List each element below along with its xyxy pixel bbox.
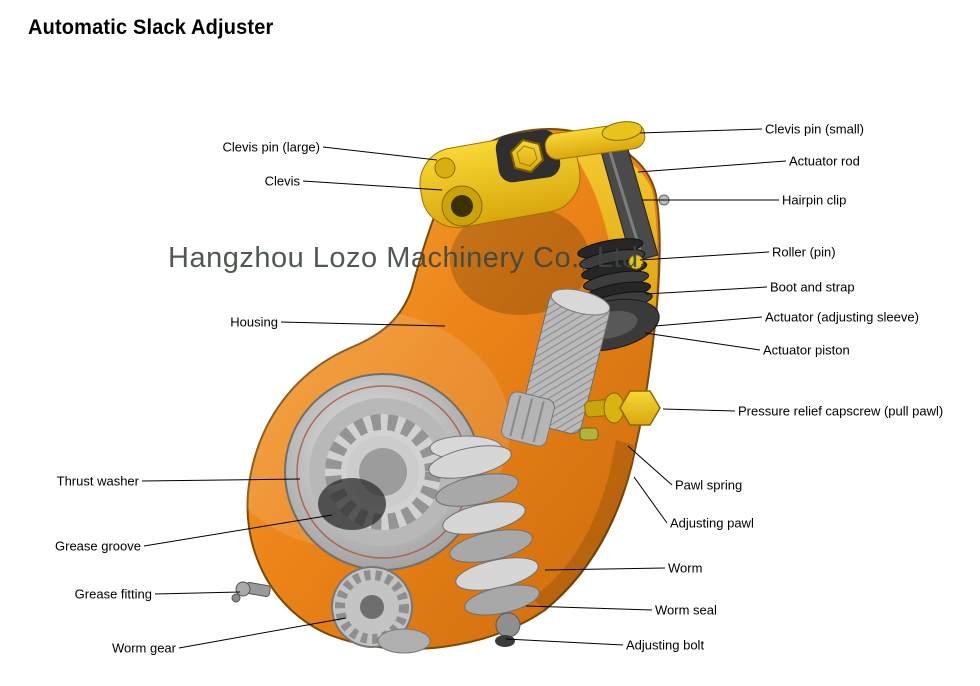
part-label-worm-gear: Worm gear xyxy=(111,640,176,656)
leader-line-housing xyxy=(280,321,446,327)
leader-line-actuator-rod xyxy=(637,160,787,173)
roller-pin-part xyxy=(628,254,644,270)
leader-line-clevis-pin-large xyxy=(322,146,438,161)
leader-line-actuator-piston xyxy=(644,332,761,351)
clevis-pin-large-part xyxy=(434,157,456,179)
leader-line-worm-gear xyxy=(178,617,347,649)
part-label-housing: Housing xyxy=(230,314,278,330)
part-label-adjusting-bolt: Adjusting bolt xyxy=(626,637,705,653)
leader-line-adjusting-bolt xyxy=(505,638,624,646)
pawl-spring-part xyxy=(579,427,599,441)
leader-line-boot-and-strap xyxy=(645,286,768,295)
capscrew-group xyxy=(579,390,661,441)
worm-group xyxy=(428,435,540,647)
clevis-bolt-hex xyxy=(509,138,545,174)
leader-line-roller-pin xyxy=(639,251,770,261)
worm-seal-part xyxy=(464,584,540,616)
part-label-pressure-relief-capscrew: Pressure relief capscrew (pull pawl) xyxy=(738,403,944,419)
part-label-grease-fitting: Grease fitting xyxy=(74,586,152,602)
leader-line-clevis xyxy=(302,180,443,191)
page-title: Automatic Slack Adjuster xyxy=(28,16,274,39)
part-label-adjusting-pawl: Adjusting pawl xyxy=(670,515,754,531)
part-label-actuator-adjusting-sleeve: Actuator (adjusting sleeve) xyxy=(765,309,919,325)
leader-line-clevis-pin-small xyxy=(639,128,763,134)
part-label-actuator-rod: Actuator rod xyxy=(789,153,860,169)
adjusting-bolt-part xyxy=(495,635,515,647)
grease-fitting-group xyxy=(231,581,271,603)
part-label-pawl-spring: Pawl spring xyxy=(675,477,743,493)
leader-lines xyxy=(141,128,787,649)
part-label-actuator-piston: Actuator piston xyxy=(763,342,850,358)
lower-gear-group xyxy=(331,566,431,654)
part-label-thrust-washer: Thrust washer xyxy=(56,473,139,489)
clevis-pin-small-part xyxy=(601,121,643,141)
leader-line-worm-seal xyxy=(525,605,653,611)
splined-shaft xyxy=(501,391,555,447)
part-label-grease-groove: Grease groove xyxy=(55,538,141,554)
leader-line-actuator-adjusting-sleeve xyxy=(654,316,763,327)
part-label-roller-pin: Roller (pin) xyxy=(772,244,836,260)
part-label-clevis-pin-small: Clevis pin (small) xyxy=(765,121,864,137)
part-label-boot-and-strap: Boot and strap xyxy=(770,279,855,295)
leader-line-grease-groove xyxy=(143,514,333,547)
leader-line-pressure-relief-capscrew xyxy=(662,408,736,412)
leader-line-adjusting-pawl xyxy=(633,476,668,524)
leader-line-pawl-spring xyxy=(627,445,673,486)
leader-line-grease-fitting xyxy=(154,591,241,595)
part-label-worm-seal: Worm seal xyxy=(655,602,717,618)
part-label-hairpin-clip: Hairpin clip xyxy=(782,192,847,208)
part-label-worm: Worm xyxy=(668,560,703,576)
leader-line-thrust-washer xyxy=(141,478,301,482)
part-label-clevis-pin-large: Clevis pin (large) xyxy=(222,139,320,155)
part-label-clevis: Clevis xyxy=(264,173,300,189)
clevis-group xyxy=(419,121,646,229)
leader-line-worm xyxy=(544,567,666,571)
